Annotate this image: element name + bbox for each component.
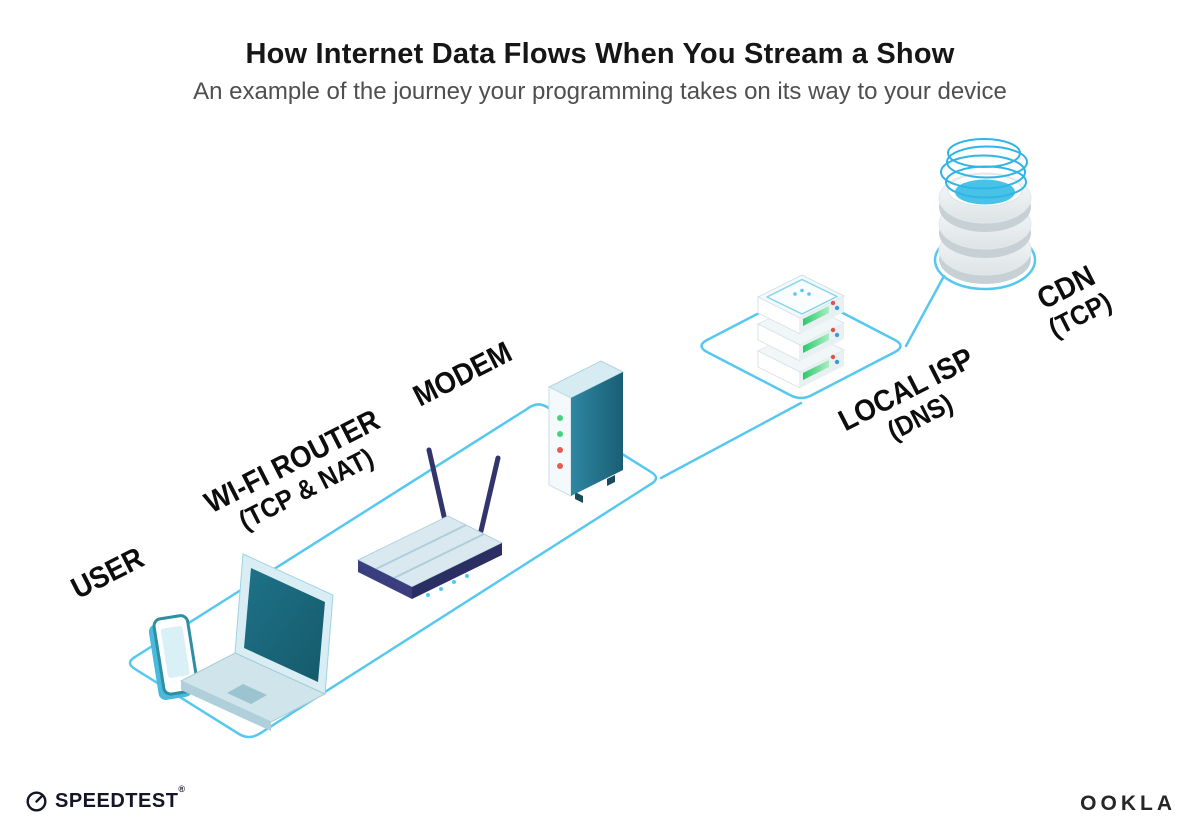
header-subtitle: An example of the journey your programmi… [193, 78, 1007, 105]
user-label: USER [66, 541, 150, 606]
modem-icon [547, 360, 625, 503]
database-icon [938, 138, 1032, 284]
speedtest-trademark: ® [178, 784, 186, 794]
server-stack-icon [756, 274, 846, 389]
router-icon [356, 447, 504, 599]
phone-icon [148, 614, 199, 700]
modem-label: MODEM [408, 336, 517, 414]
user-plane-outline [128, 403, 658, 739]
gauge-icon [26, 791, 47, 812]
connector-isp-cdn [904, 274, 946, 348]
connector-modem-isp [659, 401, 803, 480]
speedtest-wordmark: SPEEDTEST [55, 790, 179, 812]
laptop-icon [179, 553, 334, 731]
header-title: How Internet Data Flows When You Stream … [245, 38, 955, 70]
ookla-wordmark: OOKLA [1080, 792, 1176, 815]
speedtest-logo: SPEEDTEST® [25, 784, 185, 813]
